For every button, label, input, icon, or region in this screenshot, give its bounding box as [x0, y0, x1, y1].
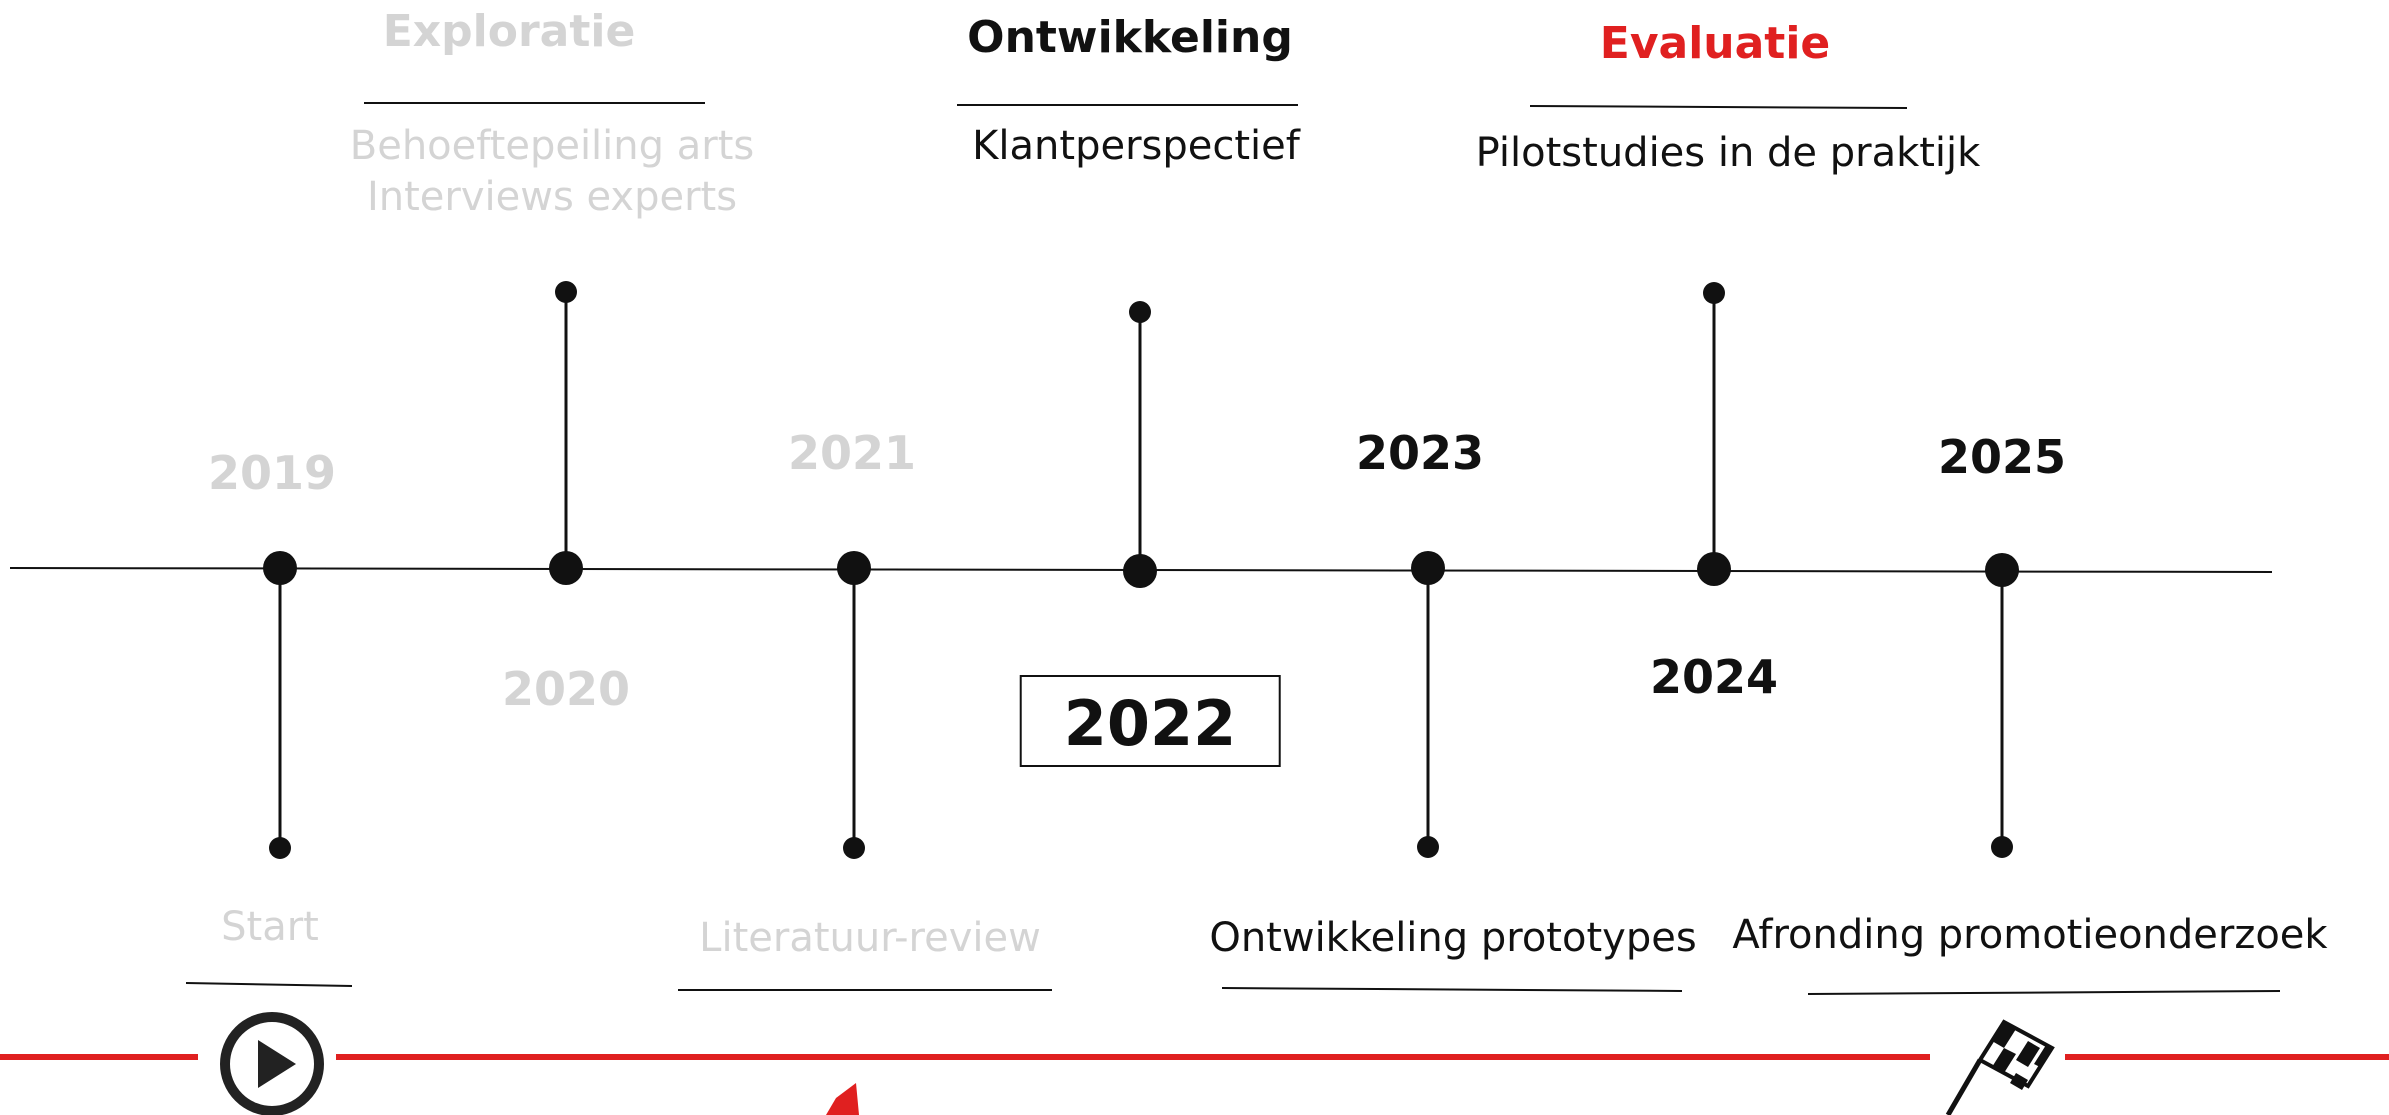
stem-exploratie — [555, 281, 577, 568]
milestone-ontwikkeling-prototypes: Ontwikkeling prototypes — [1209, 915, 1697, 961]
phase-activity-pilotstudies: Pilotstudies in de praktijk — [1475, 130, 1981, 176]
phase-activity-klantperspectief: Klantperspectief — [972, 123, 1300, 169]
milestone-afronding-promotieonderzoek: Afronding promotieonderzoek — [1732, 912, 2328, 958]
node-2019 — [263, 551, 297, 585]
play-icon — [220, 1012, 324, 1115]
year-label-2019: 2019 — [207, 446, 337, 500]
milestone-start: Start — [221, 904, 319, 950]
node-2023 — [1411, 551, 1445, 585]
year-label-2025: 2025 — [1937, 430, 2067, 484]
red-arrow-icon — [826, 1083, 859, 1115]
year-label-2021: 2021 — [787, 426, 917, 480]
phase-activity-interviews: Interviews experts — [366, 174, 738, 220]
stem-prototypes — [1417, 568, 1439, 858]
checkered-flag-icon — [1945, 1019, 2055, 1115]
underline-afronding — [1807, 990, 2281, 995]
node-2020 — [549, 551, 583, 585]
year-label-2020: 2020 — [501, 662, 631, 716]
year-label-2024: 2024 — [1649, 650, 1779, 704]
stem-literatuur — [843, 568, 865, 859]
phase-title-evaluatie: Evaluatie — [1599, 18, 1831, 69]
node-2022 — [1123, 554, 1157, 588]
underline-evaluatie — [1529, 105, 1908, 109]
stem-ontwikkeling — [1129, 301, 1151, 570]
node-2021 — [837, 551, 871, 585]
phase-title-exploratie: Exploratie — [382, 6, 636, 57]
phase-title-ontwikkeling: Ontwikkeling — [967, 12, 1293, 63]
stem-start — [269, 568, 291, 859]
phase-activity-behoeftepeiling: Behoeftepeiling arts — [349, 123, 755, 169]
milestone-literatuur-review: Literatuur-review — [699, 915, 1041, 961]
node-2024 — [1697, 552, 1731, 586]
year-label-2022-current: 2022 — [1019, 675, 1281, 767]
node-2025 — [1985, 553, 2019, 587]
stem-afronding — [1991, 570, 2013, 858]
stem-evaluatie — [1703, 282, 1725, 569]
underline-start — [185, 982, 353, 987]
underline-prototypes — [1221, 987, 1683, 992]
year-label-2023: 2023 — [1355, 426, 1485, 480]
